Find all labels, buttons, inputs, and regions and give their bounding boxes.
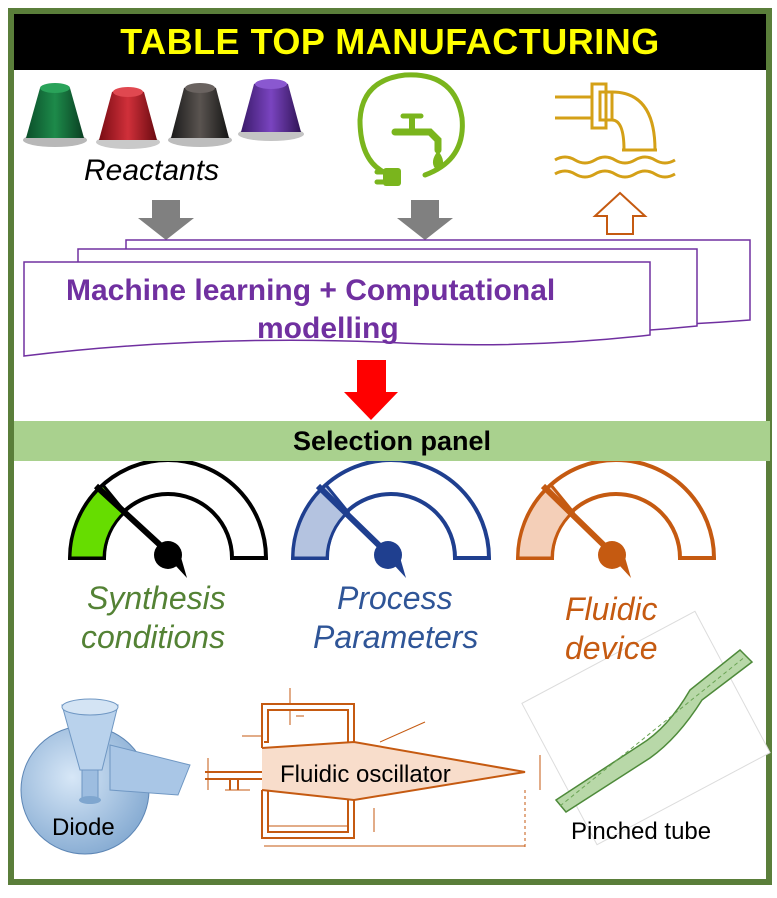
process-box-stack xyxy=(23,239,751,357)
pinched-tube-icon xyxy=(521,610,771,846)
waste-pipe-icon xyxy=(554,82,676,179)
selection-panel-bar: Selection panel xyxy=(14,421,770,461)
capsule-green-icon xyxy=(23,83,87,147)
diode-label: Diode xyxy=(52,814,115,841)
capsule-purple-icon xyxy=(238,79,304,141)
oscillator-label: Fluidic oscillator xyxy=(280,761,451,788)
process-box-line1: Machine learning + Computational xyxy=(66,274,556,307)
arrow-up-waste xyxy=(592,191,648,235)
title-bar: TABLE TOP MANUFACTURING xyxy=(14,14,766,70)
gauge-synthesis-line1: Synthesis xyxy=(87,580,226,616)
gauge-process xyxy=(290,458,492,578)
process-box-line2: modelling xyxy=(257,312,399,345)
gauge-process-line1: Process xyxy=(337,580,453,616)
gauge-synthesis-line2: conditions xyxy=(81,619,226,655)
selection-panel-label: Selection panel xyxy=(292,425,492,456)
capsule-red-icon xyxy=(96,87,160,149)
reactants-label: Reactants xyxy=(84,154,220,187)
arrow-down-red xyxy=(344,360,398,420)
fluidic-oscillator-diagram xyxy=(205,688,541,850)
gauge-fluidic xyxy=(515,458,717,578)
gauge-process-line2: Parameters xyxy=(313,619,479,655)
capsule-black-icon xyxy=(168,83,232,147)
energy-water-icon xyxy=(357,72,465,186)
page-title: TABLE TOP MANUFACTURING xyxy=(120,21,660,62)
gauge-synthesis xyxy=(67,458,269,578)
arrow-down-energy xyxy=(397,200,453,240)
gauge-fluidic-line2: device xyxy=(565,630,658,666)
arrow-down-reactants xyxy=(138,200,194,240)
pinched-tube-label: Pinched tube xyxy=(571,818,712,845)
gauge-fluidic-line1: Fluidic xyxy=(565,591,658,627)
diode-icon xyxy=(20,698,191,855)
